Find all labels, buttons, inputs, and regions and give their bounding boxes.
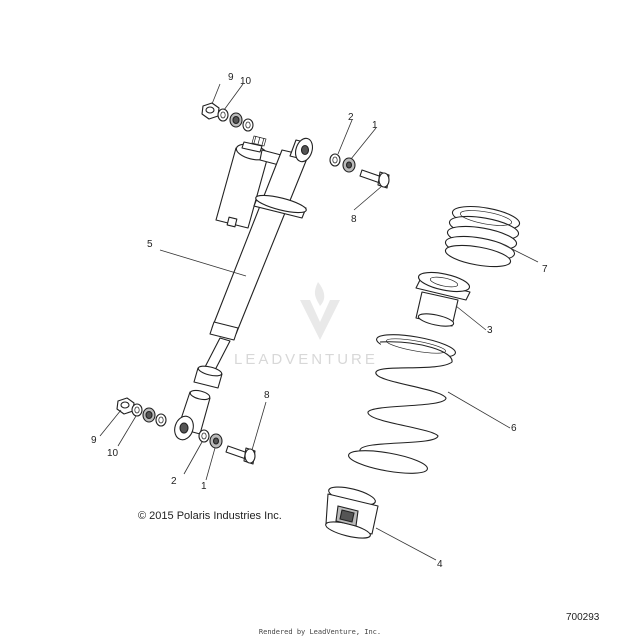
small-coil-spring (444, 205, 521, 268)
callout-labels: 9 10 2 1 8 5 7 3 6 4 9 10 2 1 8 (91, 72, 548, 570)
top-nut-and-washers (201, 102, 254, 132)
callout-9-top: 9 (228, 72, 234, 83)
lower-spring-seat (325, 486, 379, 539)
bottom-nut-and-washers (116, 397, 167, 427)
callout-2-top: 2 (348, 112, 354, 123)
callout-4: 4 (437, 559, 443, 570)
spring-adapter (415, 271, 471, 327)
callout-1-top: 1 (372, 120, 378, 131)
leadventure-logo-icon (300, 282, 340, 340)
shock-absorber (174, 135, 314, 441)
callout-5: 5 (147, 239, 153, 250)
callout-1-bottom: 1 (201, 481, 207, 492)
leader-lines (99, 83, 539, 561)
figure-number: 700293 (566, 612, 600, 623)
watermark: LEADVENTURE (234, 351, 378, 368)
callout-8-top: 8 (351, 214, 357, 225)
callout-9-bottom: 9 (91, 435, 97, 446)
callout-2-bottom: 2 (171, 476, 177, 487)
large-coil-spring (348, 334, 456, 474)
callout-7: 7 (542, 264, 548, 275)
copyright-notice: © 2015 Polaris Industries Inc. (138, 510, 282, 522)
callout-10-top: 10 (240, 76, 252, 87)
callout-10-bottom: 10 (107, 448, 119, 459)
callout-3: 3 (487, 325, 493, 336)
callout-6: 6 (511, 423, 517, 434)
bottom-bolt-and-washers (198, 429, 256, 465)
callout-8-bottom: 8 (264, 390, 270, 401)
rendered-by-notice: Rendered by LeadVenture, Inc. (258, 628, 382, 636)
top-bolt-and-washers (329, 153, 390, 189)
